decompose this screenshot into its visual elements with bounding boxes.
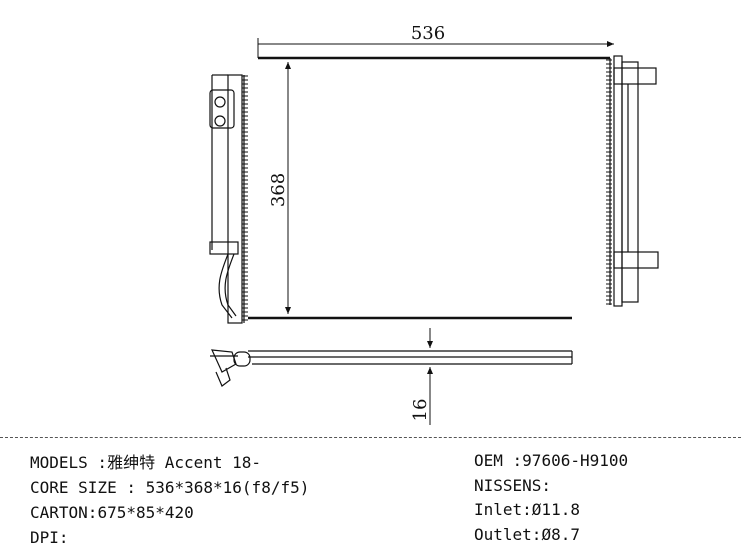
spec-carton: CARTON:675*85*420 <box>30 503 194 523</box>
spec-outlet: Outlet:Ø8.7 <box>474 525 580 545</box>
spec-value: 97606-H9100 <box>522 451 629 470</box>
spec-label: Inlet: <box>474 500 532 519</box>
spec-core-size: CORE SIZE : 536*368*16(f8/f5) <box>30 478 309 498</box>
spec-label: CORE SIZE : <box>30 478 146 497</box>
width-dimension: 536 <box>257 23 614 58</box>
right-fin-ticks <box>606 59 612 305</box>
spec-dpi: DPI: <box>30 528 69 548</box>
spec-oem: OEM :97606-H9100 <box>474 451 628 471</box>
spec-label: DPI: <box>30 528 69 547</box>
left-fin-ticks <box>242 75 248 321</box>
left-header-tank <box>209 74 245 324</box>
thickness-dimension: 16 <box>410 328 433 425</box>
spec-label: OEM : <box>474 451 523 470</box>
condenser-core <box>248 56 610 320</box>
spec-value: 675*85*420 <box>97 503 194 522</box>
height-label: 368 <box>268 173 289 207</box>
condenser-technical-drawing: 536 368 <box>209 23 659 425</box>
spec-value: 雅绅特 Accent 18- <box>107 453 262 472</box>
spec-inlet: Inlet:Ø11.8 <box>474 500 580 520</box>
spec-value: Ø11.8 <box>531 500 580 519</box>
spec-label: MODELS : <box>30 453 108 472</box>
spec-label: Outlet: <box>474 525 542 544</box>
spec-value: Ø8.7 <box>541 525 580 544</box>
spec-nissens: NISSENS: <box>474 476 551 496</box>
width-label: 536 <box>411 23 445 44</box>
spec-label: NISSENS: <box>474 476 552 495</box>
spec-label: CARTON: <box>30 503 98 522</box>
side-view <box>210 349 573 387</box>
spec-models: MODELS :雅绅特 Accent 18- <box>30 453 261 473</box>
right-header-tank <box>609 55 659 307</box>
thickness-label: 16 <box>410 399 431 422</box>
separator-line <box>0 437 741 438</box>
height-dimension: 368 <box>268 62 291 314</box>
spec-value: 536*368*16(f8/f5) <box>145 478 310 497</box>
